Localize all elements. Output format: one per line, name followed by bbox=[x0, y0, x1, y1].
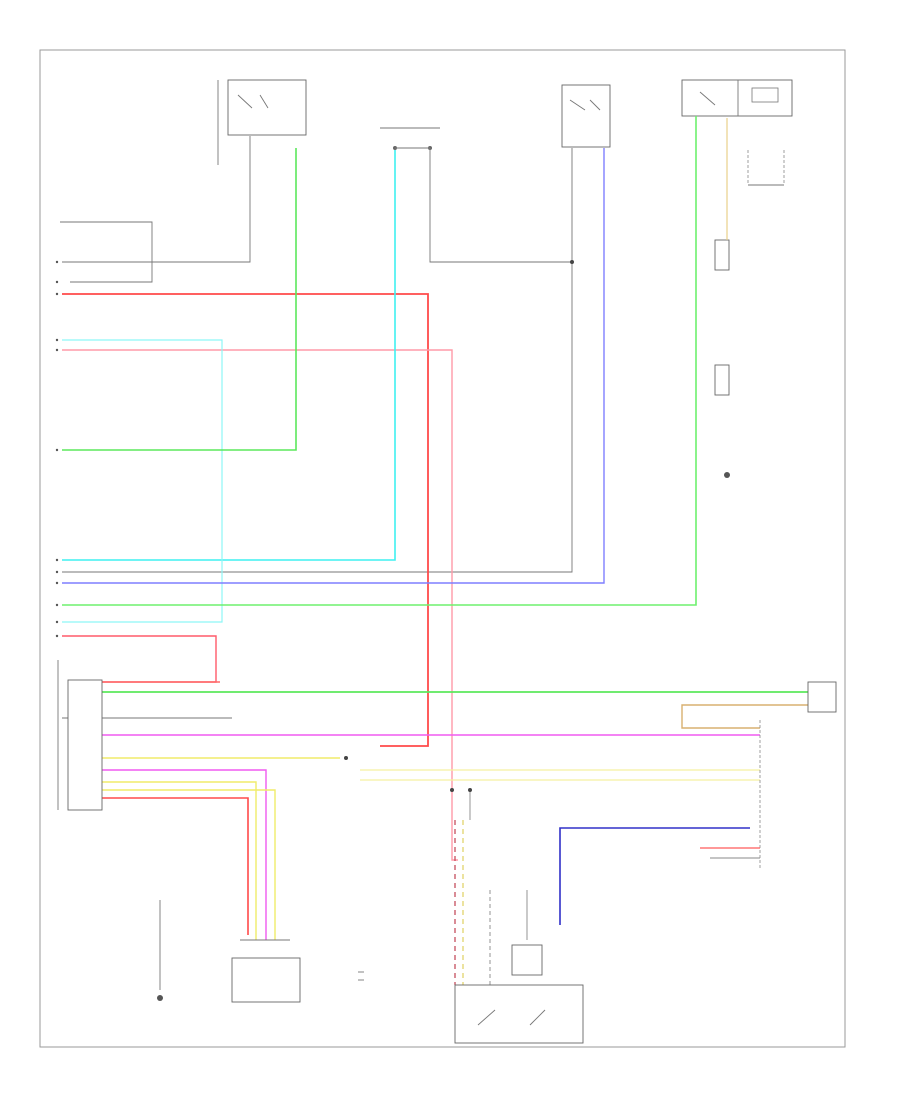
ground-bottom-left bbox=[157, 995, 163, 1001]
wire-green-1 bbox=[62, 148, 297, 451]
wire-yellow-4 bbox=[100, 789, 276, 940]
wire-green-2 bbox=[62, 116, 697, 606]
wire-red-4 bbox=[100, 797, 249, 935]
bottom-left-sensor bbox=[231, 939, 301, 1003]
wire-cyan-1 bbox=[62, 150, 396, 561]
top-switch-2 bbox=[380, 127, 440, 150]
left-connector-block bbox=[57, 660, 103, 811]
wire-blue-1 bbox=[62, 148, 605, 584]
splice-points bbox=[344, 260, 574, 792]
wire-red-3 bbox=[62, 635, 217, 683]
top-switch-1 bbox=[217, 79, 307, 165]
wire-gray-2 bbox=[60, 221, 153, 283]
wire-magenta-2 bbox=[100, 769, 267, 940]
bottom-right-switch bbox=[454, 944, 584, 1044]
wire-gray-3 bbox=[429, 148, 573, 263]
right-ground-group bbox=[714, 150, 785, 478]
diagram-frame bbox=[39, 49, 846, 1048]
wire-tan-1 bbox=[681, 704, 810, 729]
wire-cyan-2 bbox=[62, 339, 223, 623]
wire-yellow-3 bbox=[100, 781, 257, 940]
left-pin-ticks bbox=[55, 260, 59, 638]
top-relay-4 bbox=[681, 79, 793, 117]
top-switch-3 bbox=[561, 84, 611, 148]
legend bbox=[358, 971, 364, 981]
wire-gray-1 bbox=[62, 136, 251, 263]
right-connector-top bbox=[807, 681, 837, 713]
wire-red-1 bbox=[62, 293, 429, 747]
wire-gray-4 bbox=[62, 262, 573, 573]
right-connector-main bbox=[700, 720, 761, 870]
wire-blue-2 bbox=[559, 827, 750, 925]
